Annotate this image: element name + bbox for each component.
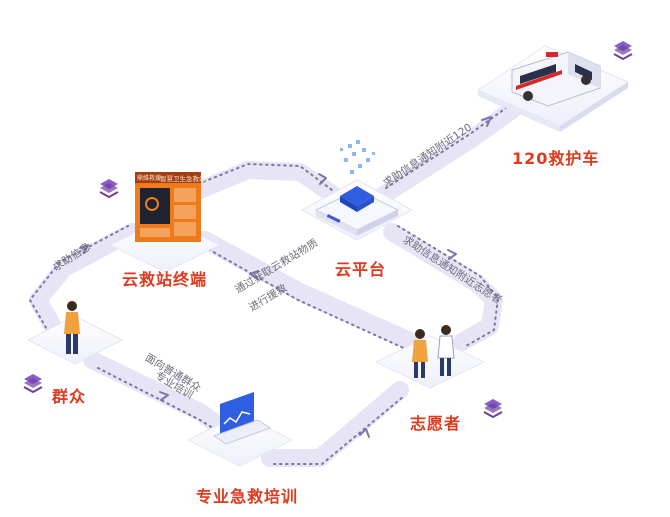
training-label: 专业急救培训 xyxy=(196,487,299,506)
cloud-data-icon xyxy=(340,140,375,174)
person-icon xyxy=(64,301,80,354)
cube-icon xyxy=(483,399,503,419)
arrow-station-cloud xyxy=(197,162,333,191)
arrow-training-volunteer xyxy=(273,395,405,465)
path-station-cloud xyxy=(186,161,347,207)
kiosk-sign-left: 鼎维救援 xyxy=(137,175,162,182)
flow-arrows xyxy=(28,107,507,465)
cube-icon xyxy=(99,179,119,199)
volunteer-tile xyxy=(374,335,486,389)
arrow-heads xyxy=(79,116,492,438)
path-training-volunteer xyxy=(261,381,409,467)
path-volunteer-station xyxy=(196,231,421,351)
public-label: 群众 xyxy=(52,387,87,406)
ambulance-node xyxy=(476,45,630,132)
training-node xyxy=(186,392,294,467)
ambulance-icon xyxy=(511,51,601,107)
training-board-icon xyxy=(212,392,272,445)
path-cloud-ambulance xyxy=(373,101,521,205)
flow-paths xyxy=(29,101,521,467)
volunteer-label: 志愿者 xyxy=(410,414,462,433)
volunteer-node xyxy=(374,325,486,389)
arrow-volunteer-station xyxy=(209,249,409,351)
cube-icon xyxy=(23,374,43,394)
server-icon xyxy=(314,186,400,236)
arrow-cloud-volunteer xyxy=(397,225,500,347)
path-cloud-volunteer xyxy=(383,223,503,351)
station-terminal-node xyxy=(108,172,222,273)
arrow-public-training xyxy=(97,367,217,431)
path-public-training xyxy=(83,351,231,437)
cloud-platform-label: 云平台 xyxy=(335,260,387,279)
public-node xyxy=(26,301,124,365)
decor-cubes xyxy=(23,41,633,419)
station-terminal-label: 云救站终端 xyxy=(122,270,208,289)
volunteers-icon xyxy=(412,325,455,378)
cube-icon xyxy=(613,41,633,61)
cloud-platform-node xyxy=(300,140,414,241)
ambulance-label: 120救护车 xyxy=(512,149,600,168)
kiosk-icon xyxy=(135,172,201,242)
kiosk-sign-right: 智慧卫生急救站 xyxy=(160,175,206,183)
arrow-public-station xyxy=(28,225,129,339)
path-public-station xyxy=(29,223,141,345)
